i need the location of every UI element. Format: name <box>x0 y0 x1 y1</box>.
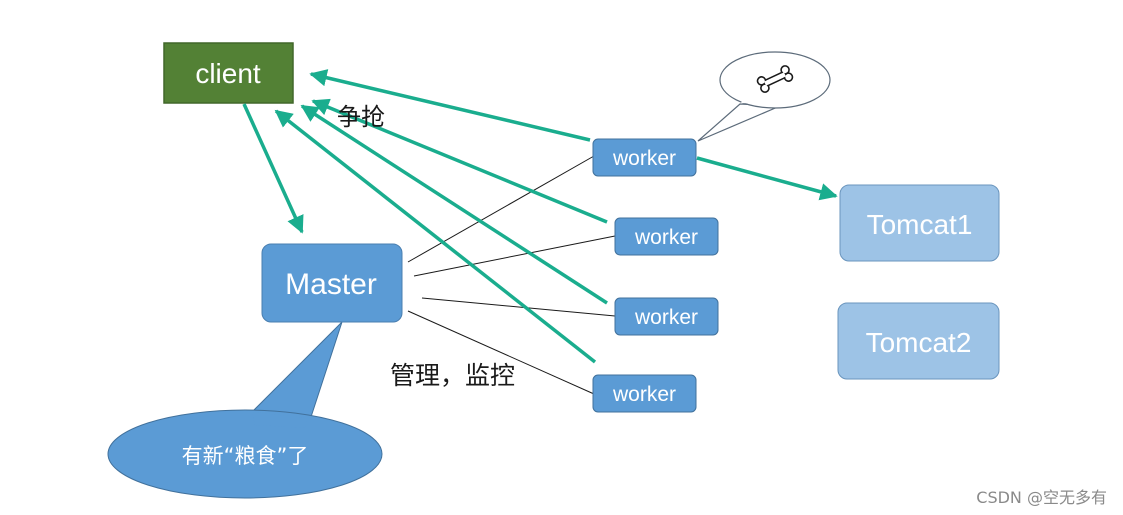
master-worker-links <box>407 155 616 395</box>
tomcat2-node: Tomcat2 <box>837 302 1000 380</box>
manage-label: 管理，监控 <box>390 361 515 390</box>
worker-label-3: worker <box>634 306 698 329</box>
worker-node-2: worker <box>614 217 719 256</box>
master-worker-link-4 <box>407 310 595 395</box>
master-worker-link-2 <box>413 235 616 277</box>
arrows <box>242 69 838 364</box>
client-label: client <box>195 58 261 89</box>
worker-label-1: worker <box>612 147 676 170</box>
worker-label-2: worker <box>634 226 698 249</box>
watermark: CSDN @空无多有 <box>976 488 1107 507</box>
client-node: client <box>163 42 294 104</box>
arrow-worker1-to-client <box>309 69 591 142</box>
worker-callout <box>697 51 831 142</box>
master-label: Master <box>285 268 377 301</box>
arrow-worker3-to-client <box>300 104 608 305</box>
master-callout-text: 有新“粮食”了 <box>182 444 309 468</box>
arrow-client-to-master <box>242 103 304 234</box>
compete-label: 争抢 <box>337 103 385 131</box>
arrow-worker4-to-client <box>274 109 597 364</box>
master-node: Master <box>261 243 403 323</box>
tomcat1-label: Tomcat1 <box>867 209 973 240</box>
worker-label-4: worker <box>612 383 676 406</box>
bone-icon <box>756 65 794 93</box>
master-worker-link-3 <box>421 297 616 317</box>
worker-node-1: worker <box>592 138 697 177</box>
master-worker-link-1 <box>407 155 595 263</box>
tomcat1-node: Tomcat1 <box>839 184 1000 262</box>
worker-node-3: worker <box>614 297 719 336</box>
arrow-worker1-to-tomcat1 <box>696 156 838 201</box>
arrow-worker2-to-client <box>311 98 608 224</box>
worker-node-4: worker <box>592 374 697 413</box>
tomcat2-label: Tomcat2 <box>866 327 972 358</box>
master-callout: 有新“粮食”了 <box>107 321 383 499</box>
